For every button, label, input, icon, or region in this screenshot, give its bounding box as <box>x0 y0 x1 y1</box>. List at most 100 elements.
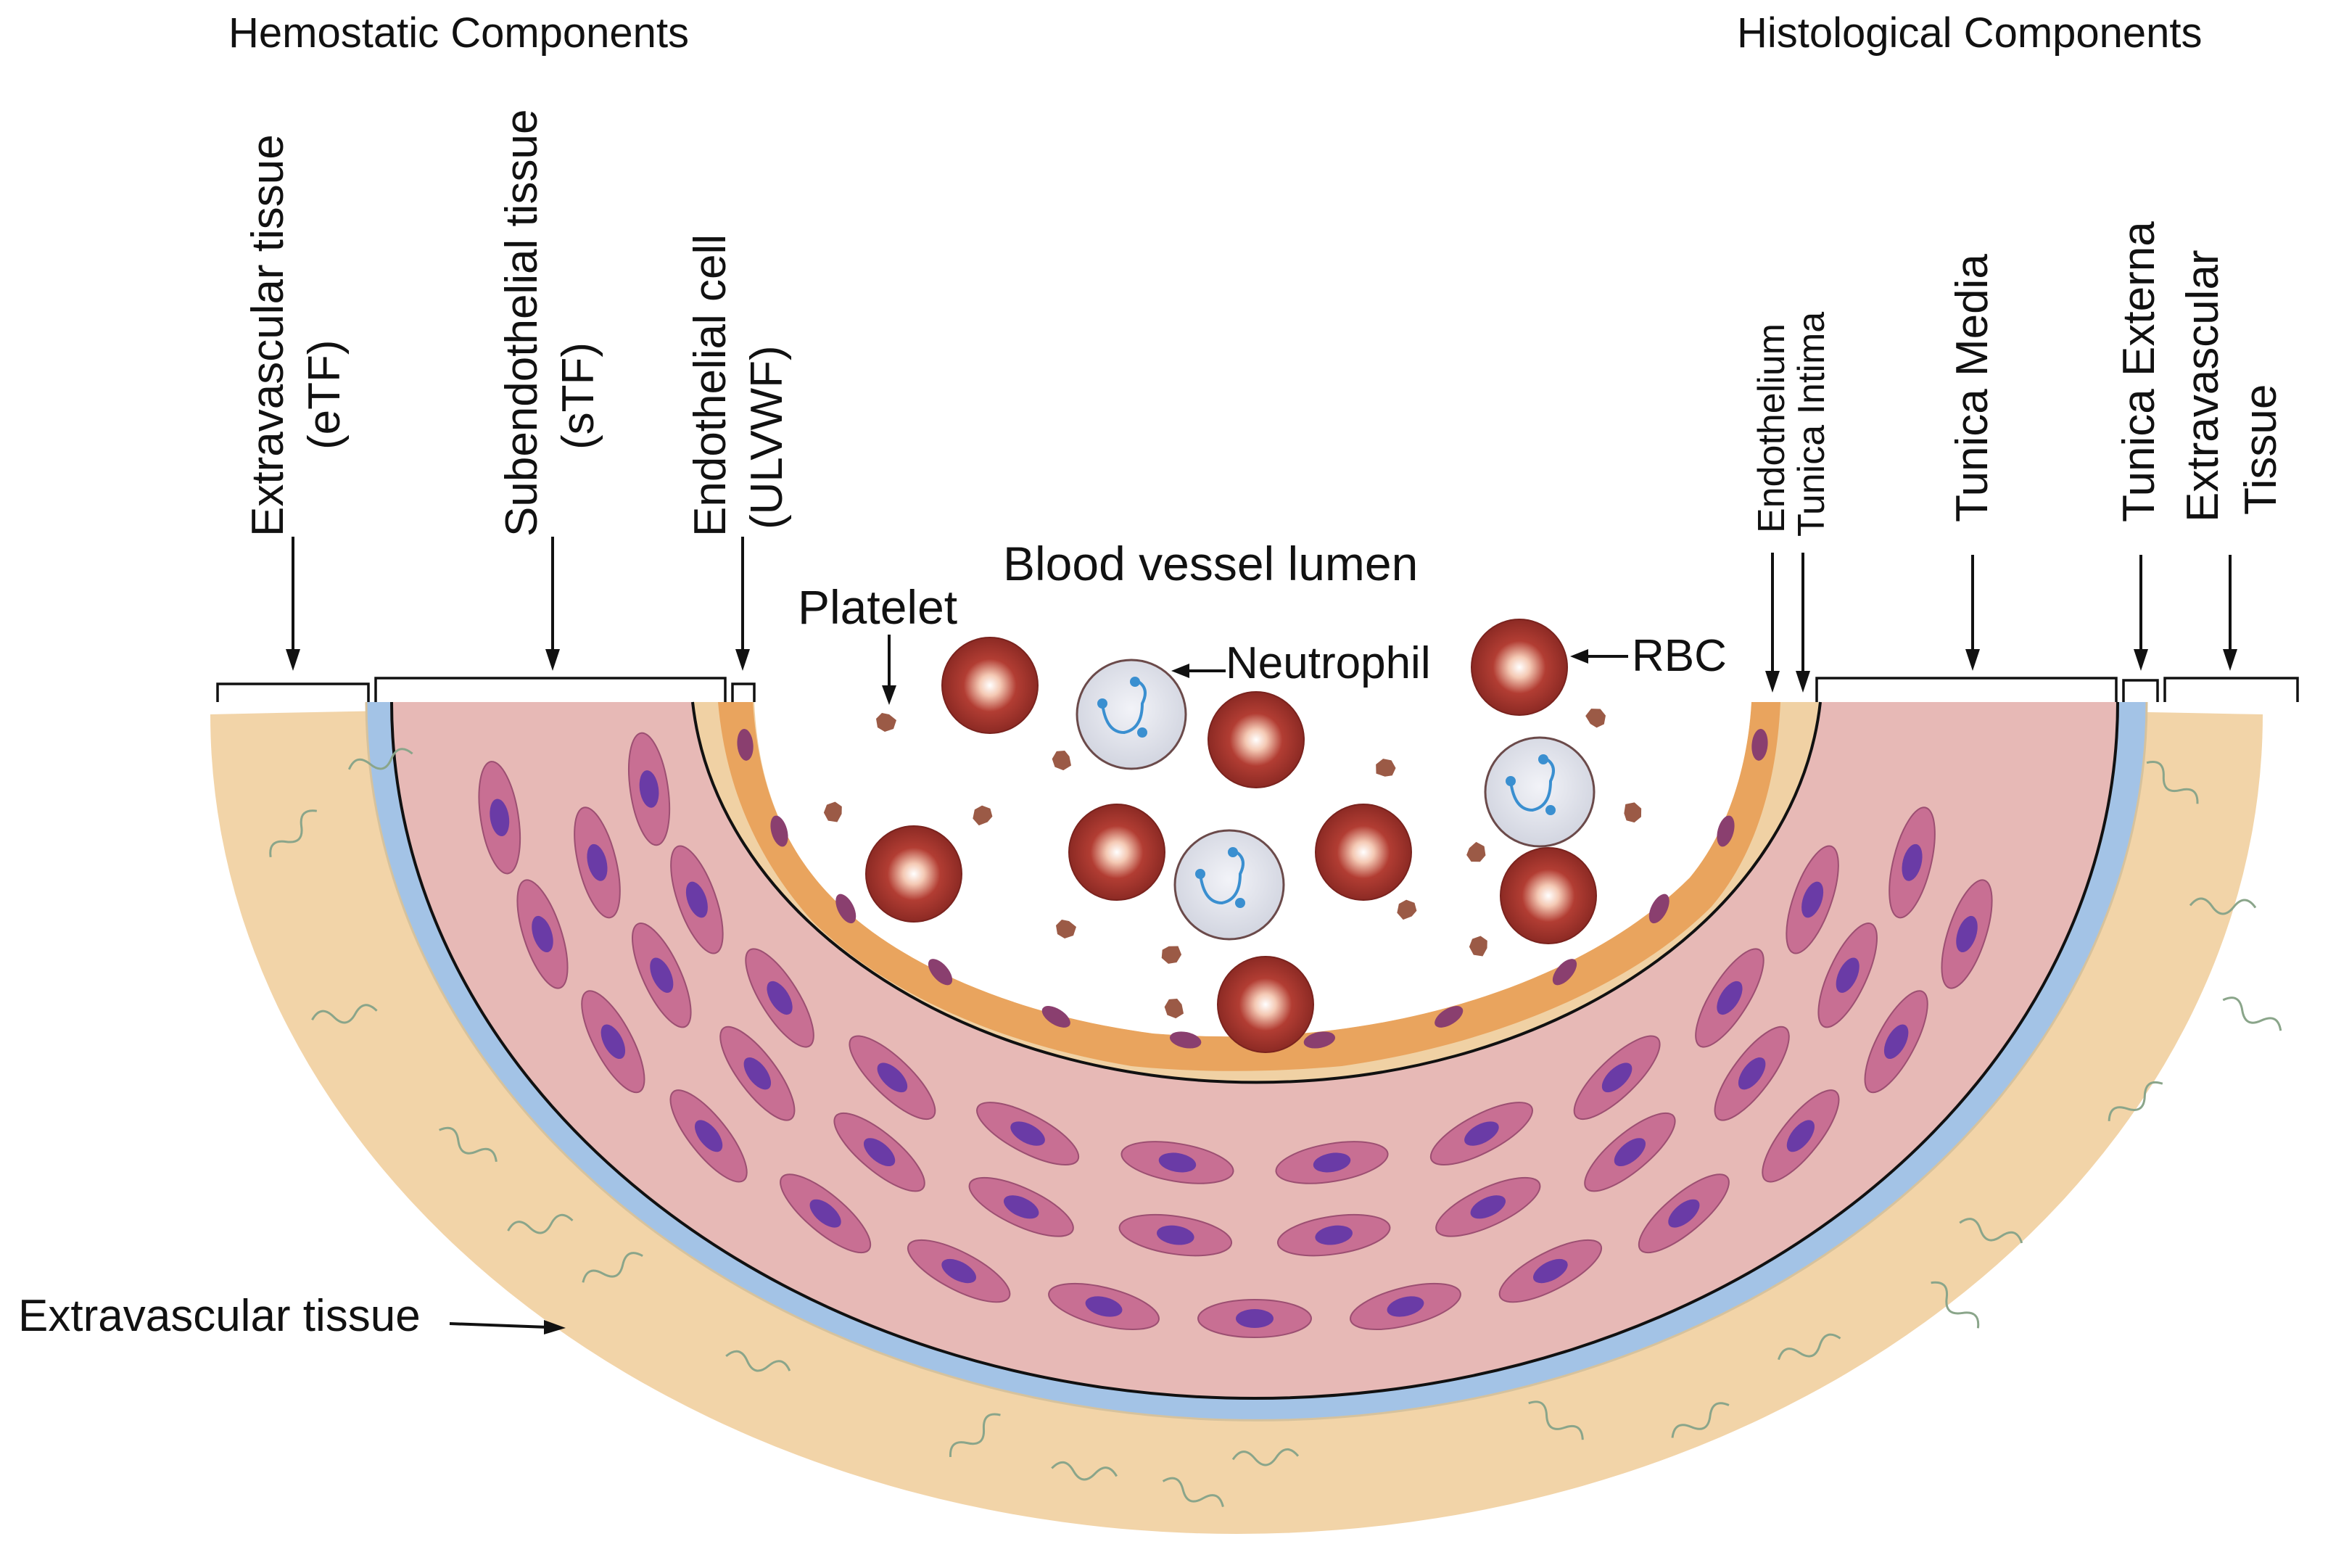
hemostatic-header: Hemostatic Components <box>228 9 689 57</box>
bottom-arrow <box>449 1320 566 1334</box>
red-blood-cell <box>941 637 1039 734</box>
smooth-muscle-cell <box>1941 879 1993 989</box>
red-blood-cell <box>1068 804 1165 901</box>
connective-fiber <box>1528 1400 1584 1440</box>
endothelial-nucleus <box>1717 815 1735 847</box>
neutrophil-cell <box>1484 736 1596 848</box>
endothelial-nucleus <box>835 894 857 924</box>
smooth-muscle-cell <box>833 1112 925 1192</box>
platelet-arrow <box>882 635 896 705</box>
platelet-cell <box>1469 936 1487 957</box>
endothelial-nucleus <box>1751 728 1768 761</box>
connective-fiber <box>725 1350 791 1372</box>
smooth-muscle-cell <box>780 1173 872 1254</box>
svg-text:Extravascular: Extravascular <box>2178 249 2228 522</box>
smooth-muscle-cell <box>1118 1213 1233 1257</box>
label-extravascular-tissue-bottom: Extravascular tissue <box>18 1291 421 1341</box>
red-blood-cell <box>1315 804 1412 901</box>
platelet-cell <box>1164 998 1184 1019</box>
histological-header: Histological Components <box>1737 9 2203 57</box>
svg-text:Endothelial cell: Endothelial cell <box>685 234 735 537</box>
platelet-cell <box>1052 750 1072 771</box>
label-platelet: Platelet <box>798 580 957 634</box>
smooth-muscle-cell <box>1197 1299 1312 1338</box>
label-blood-vessel-lumen: Blood vessel lumen <box>1003 537 1418 590</box>
smooth-muscle-cells <box>478 732 1993 1338</box>
platelet-cell <box>1466 841 1486 862</box>
endothelial-nucleus <box>1648 894 1669 924</box>
smooth-muscle-cell <box>478 761 521 875</box>
neutrophil-cell <box>1076 659 1187 770</box>
connective-fiber <box>2146 761 2199 804</box>
vessel-wall <box>210 701 2282 1534</box>
smooth-muscle-cell <box>628 732 671 846</box>
platelet-cell <box>973 805 993 826</box>
connective-fiber <box>2108 1081 2163 1121</box>
connective-fiber <box>1778 1333 1841 1361</box>
platelet-cell <box>1397 899 1417 920</box>
label-neutrophil: Neutrophil <box>1226 638 1431 688</box>
endothelial-nucleus <box>1552 959 1577 986</box>
connective-fiber <box>949 1413 1001 1458</box>
connective-fiber <box>311 1004 378 1024</box>
connective-fiber <box>1162 1477 1224 1507</box>
smooth-muscle-cell <box>1638 1173 1730 1254</box>
connective-fiber <box>1959 1218 2023 1244</box>
label-subendothelial-stf: Subendothelial tissue (sTF) <box>497 110 603 537</box>
red-blood-cell <box>1217 956 1314 1053</box>
endothelial-nucleus <box>928 959 953 986</box>
label-endothelium: Endothelium <box>1751 323 1793 533</box>
smooth-muscle-cell <box>670 845 724 954</box>
red-blood-cell <box>1500 847 1597 944</box>
connective-fiber <box>2222 996 2282 1031</box>
connective-fiber <box>269 809 318 858</box>
red-blood-cell <box>1471 619 1568 716</box>
endothelial-nucleus <box>770 815 788 847</box>
endothelial-nucleus <box>1303 1031 1336 1049</box>
smooth-muscle-cell <box>1573 1035 1661 1121</box>
label-endothelial-ulvwf: Endothelial cell (ULVWF) <box>685 234 792 537</box>
left-arrows <box>286 537 750 671</box>
connective-fiber <box>347 748 413 770</box>
smooth-muscle-cell <box>1498 1239 1603 1303</box>
endothelial-nucleus <box>1041 1006 1070 1028</box>
smooth-muscle-cell <box>1429 1102 1533 1166</box>
svg-text:Tissue: Tissue <box>2236 384 2286 515</box>
smooth-muscle-cell <box>1695 948 1764 1048</box>
connective-fiber <box>1051 1461 1118 1481</box>
platelet-cell <box>1585 709 1606 728</box>
smooth-muscle-cell <box>849 1035 936 1121</box>
svg-text:Subendothelial tissue: Subendothelial tissue <box>497 110 547 537</box>
smooth-muscle-cell <box>632 923 692 1028</box>
smooth-muscle-cell <box>1762 1089 1840 1183</box>
smooth-muscle-cell <box>1786 845 1839 954</box>
smooth-muscle-cell <box>976 1102 1080 1166</box>
smooth-muscle-cell <box>1120 1141 1234 1184</box>
label-tunica-media: Tunica Media <box>1947 254 1997 522</box>
connective-fiber <box>1671 1402 1730 1438</box>
platelet-cell <box>823 801 842 822</box>
connective-fiber <box>582 1252 643 1283</box>
smooth-muscle-cell <box>1435 1176 1541 1237</box>
platelet-cell <box>1376 759 1396 777</box>
smooth-muscle-cell <box>1350 1282 1461 1330</box>
right-arrows <box>1765 553 2237 693</box>
platelet-cell <box>1161 946 1182 964</box>
smooth-muscle-cell <box>1817 923 1878 1028</box>
connective-fiber <box>1231 1448 1300 1466</box>
svg-text:(eTF): (eTF) <box>300 339 350 450</box>
smooth-muscle-cell <box>1889 806 1936 919</box>
connective-fiber <box>1931 1281 1980 1329</box>
svg-text:(sTF): (sTF) <box>553 342 603 450</box>
label-rbc: RBC <box>1632 631 1727 681</box>
label-tunica-externa: Tunica Externa <box>2114 221 2164 522</box>
endothelial-nucleus <box>1435 1006 1464 1028</box>
smooth-muscle-cell <box>719 1026 796 1121</box>
smooth-muscle-cell <box>1864 990 1928 1094</box>
smooth-muscle-cell <box>968 1176 1074 1237</box>
connective-fiber <box>439 1126 498 1163</box>
platelet-cell <box>1624 802 1642 823</box>
smooth-muscle-cell <box>669 1089 748 1183</box>
smooth-muscle-cell <box>1048 1282 1160 1330</box>
